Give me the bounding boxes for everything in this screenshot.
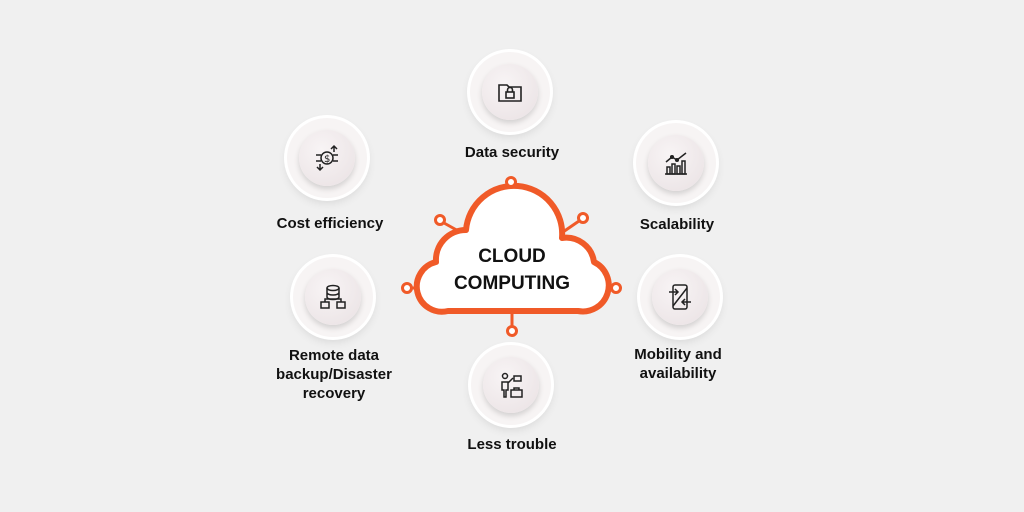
mobility-label: Mobility and availability (634, 345, 722, 383)
node-dot-upper-right (577, 212, 589, 224)
cost-efficiency-label: Cost efficiency (276, 215, 384, 232)
mobility-label-line2: availability (639, 365, 717, 382)
remote-backup-label-line1: Remote data (288, 347, 380, 364)
remote-backup-node (293, 257, 373, 337)
node-dot-right (610, 282, 622, 294)
cloud-shape (413, 182, 612, 315)
folder-lock-icon (498, 84, 522, 102)
center-title-line2: COMPUTING (453, 273, 571, 294)
scalability-node (636, 123, 716, 203)
center-title-line1: CLOUD (478, 246, 546, 267)
less-trouble-label: Less trouble (467, 436, 557, 453)
remote-backup-label-line2: backup/Disaster (276, 366, 392, 383)
node-dot-top (505, 176, 517, 188)
mobility-label-line1: Mobility and (634, 346, 722, 363)
data-security-label: Data security (464, 144, 560, 161)
less-trouble-node (471, 345, 551, 425)
node-dot-upper-left (434, 214, 446, 226)
node-dot-bottom (506, 325, 518, 337)
mobile-transfer-icon (669, 284, 691, 310)
person-tools-icon (501, 372, 523, 398)
node-dot-left (401, 282, 413, 294)
remote-backup-label: Remote data backup/Disaster recovery (276, 346, 392, 403)
svg-text:$: $ (324, 154, 330, 165)
dollar-exchange-icon: $ (316, 144, 338, 172)
remote-backup-label-line3: recovery (302, 385, 366, 402)
data-security-node (470, 52, 550, 132)
mobility-node (640, 257, 720, 337)
connector-upper-right (562, 219, 580, 234)
database-backup-icon (320, 284, 346, 309)
cost-efficiency-node: $ (287, 118, 367, 198)
center-title: CLOUD COMPUTING (454, 243, 570, 297)
growth-chart-icon (665, 152, 687, 175)
scalability-label: Scalability (639, 216, 715, 233)
